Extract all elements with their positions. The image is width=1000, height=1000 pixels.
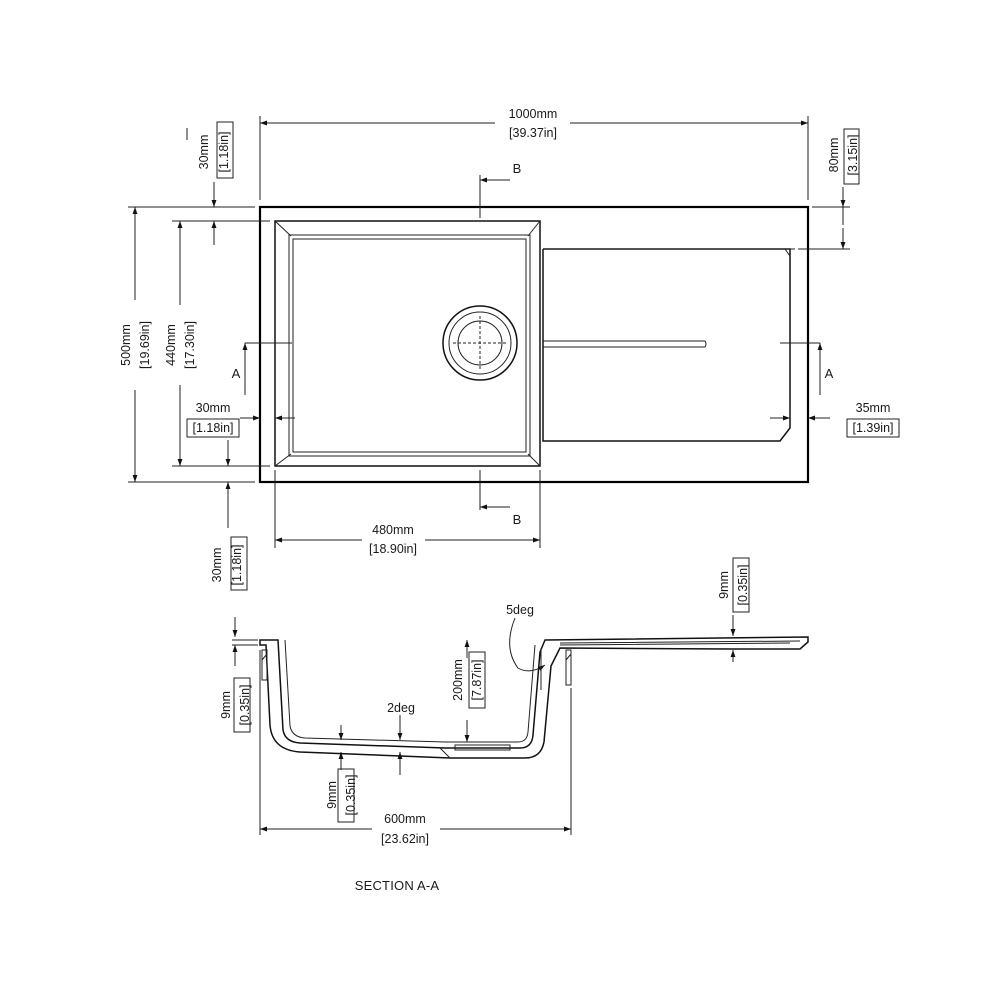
dim-top-margin-mm: 30mm <box>197 135 211 170</box>
dim-depth-in: [7.87in] <box>470 659 484 700</box>
section-profile-inner <box>284 639 536 743</box>
dim-section-length: 600mm [23.62in] <box>259 650 572 846</box>
mounting-clip-right <box>565 649 572 686</box>
section-marker-a-left: A <box>232 342 292 395</box>
dim-section-length-in: [23.62in] <box>381 832 429 846</box>
dim-drainer-offset-in: [3.15in] <box>846 134 860 175</box>
dim-bottom-margin-mm: 30mm <box>210 548 224 583</box>
section-a-right-label: A <box>825 366 834 381</box>
dim-rim-thickness: 9mm [0.35in] <box>219 617 258 733</box>
dim-bottom-margin: 30mm [1.18in] <box>210 440 248 591</box>
drainer-outline <box>542 248 791 442</box>
dim-bowl-width-in: [18.90in] <box>369 542 417 556</box>
dim-overall-width: 500mm [19.69in] <box>119 206 255 483</box>
dim-bottom-thickness: 9mm [0.35in] <box>325 725 358 823</box>
section-marker-a-right: A <box>780 342 834 395</box>
dim-left-margin-mm: 30mm <box>196 401 231 415</box>
dim-top-margin: 30mm [1.18in] <box>186 121 234 245</box>
section-view: 9mm [0.35in] 9mm [0.35in] 200mm [7.87in]… <box>219 557 809 893</box>
dim-bowl-length: 440mm [17.30in] <box>164 220 270 467</box>
dim-overall-length-mm: 1000mm <box>509 107 558 121</box>
dim-bowl-length-in: [17.30in] <box>183 321 197 369</box>
section-title: SECTION A-A <box>355 878 440 893</box>
waste-outlet <box>442 305 518 381</box>
dim-drainer-offset-mm: 80mm <box>827 138 841 173</box>
waste-seat <box>439 744 511 759</box>
bowl-inner <box>288 234 531 457</box>
dim-depth-mm: 200mm <box>451 659 465 701</box>
section-a-left-label: A <box>232 366 241 381</box>
dim-overall-length-in: [39.37in] <box>509 126 557 140</box>
dim-left-margin-in: [1.18in] <box>192 421 233 435</box>
drainer-ridges <box>559 640 801 646</box>
dim-drainer-thickness-mm: 9mm <box>717 571 731 599</box>
dim-drainer-thickness: 9mm [0.35in] <box>717 557 750 662</box>
dim-overall-width-in: [19.69in] <box>138 321 152 369</box>
dim-depth: 200mm [7.87in] <box>451 640 486 742</box>
dim-bottom-angle-label: 2deg <box>387 701 415 715</box>
section-b-bottom-label: B <box>513 512 522 527</box>
dim-bottom-margin-in: [1.18in] <box>230 544 244 585</box>
section-marker-b-bottom: B <box>479 470 522 527</box>
mounting-clip-left <box>261 649 268 681</box>
dim-left-margin: 30mm [1.18in] <box>186 401 295 438</box>
section-b-top-label: B <box>513 161 522 176</box>
dim-drainer-edge-in: [1.39in] <box>852 421 893 435</box>
drainer-groove <box>543 340 707 348</box>
dim-bowl-length-mm: 440mm <box>164 324 178 366</box>
section-marker-b-top: B <box>479 161 522 218</box>
dim-rim-thickness-in: [0.35in] <box>238 684 252 725</box>
section-profile-outer <box>259 636 809 759</box>
dim-bottom-angle: 2deg <box>387 701 415 775</box>
dim-overall-length: 1000mm [39.37in] <box>259 107 809 200</box>
dim-bowl-width: 480mm [18.90in] <box>274 470 541 556</box>
bowl-inner-2 <box>292 238 527 453</box>
sink-outline <box>258 205 810 484</box>
dim-section-length-mm: 600mm <box>384 812 426 826</box>
dim-top-margin-in: [1.18in] <box>217 131 231 172</box>
dim-bottom-thickness-mm: 9mm <box>325 781 339 809</box>
drainer-corner <box>784 248 791 257</box>
dim-side-angle: 5deg <box>506 603 546 690</box>
dim-drainer-edge: 35mm [1.39in] <box>770 401 900 438</box>
dim-drainer-offset: 80mm [3.15in] <box>798 128 860 250</box>
dim-drainer-thickness-in: [0.35in] <box>736 564 750 605</box>
dim-side-angle-label: 5deg <box>506 603 534 617</box>
bowl-bevel <box>274 220 541 467</box>
dim-rim-thickness-mm: 9mm <box>219 691 233 719</box>
dim-overall-width-mm: 500mm <box>119 324 133 366</box>
dim-bowl-width-mm: 480mm <box>372 523 414 537</box>
plan-view: 1000mm [39.37in] 500mm [19.69in] 440mm [… <box>119 107 900 591</box>
dim-bottom-thickness-in: [0.35in] <box>344 774 358 815</box>
dim-drainer-edge-mm: 35mm <box>856 401 891 415</box>
